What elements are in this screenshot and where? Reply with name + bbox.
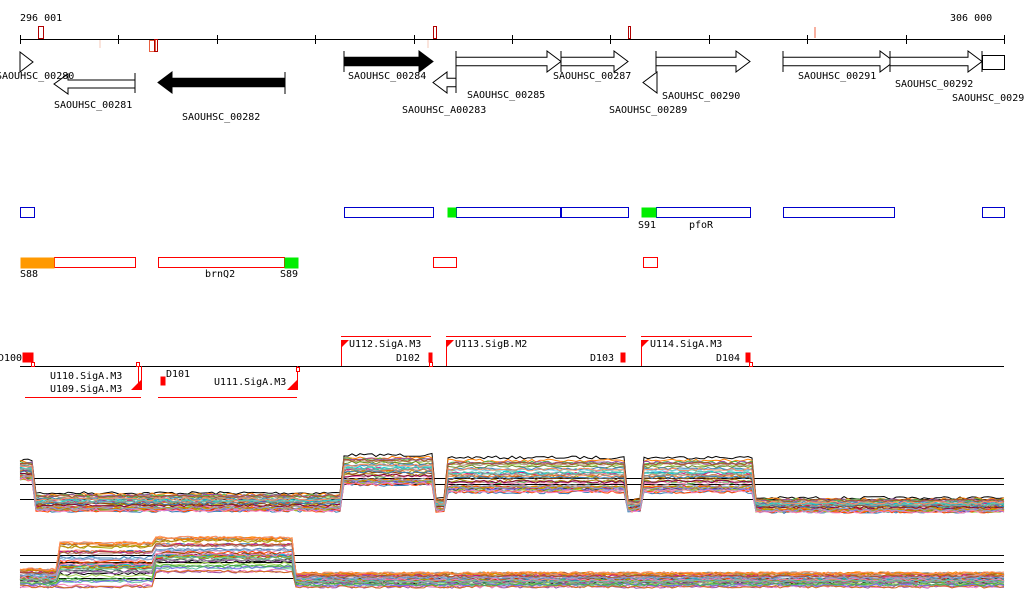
terminator-mark bbox=[22, 352, 34, 363]
transcript-label-d100[interactable]: D100 bbox=[0, 353, 23, 364]
expression-trace bbox=[19, 547, 1005, 581]
transcript-label-d103[interactable]: D103 bbox=[590, 353, 615, 364]
transcript-label-d102[interactable]: D102 bbox=[396, 353, 421, 364]
variant-mark bbox=[38, 26, 44, 39]
promoter-mark bbox=[284, 257, 299, 269]
gene-arrow bbox=[560, 50, 629, 73]
expression-trace bbox=[20, 467, 1004, 507]
tss-flag bbox=[287, 380, 297, 390]
gene-arrow bbox=[19, 50, 34, 74]
gene-arrow bbox=[53, 73, 136, 95]
plus-strand-feature bbox=[561, 207, 629, 218]
gene-label[interactable]: SAOUHSC_A00283 bbox=[402, 105, 487, 116]
terminator-stem bbox=[296, 367, 300, 372]
plus-strand-feature bbox=[456, 207, 561, 218]
terminator-mark bbox=[428, 352, 433, 363]
gene-label[interactable]: SAOUHSC_00290 bbox=[662, 91, 741, 102]
expression-trace bbox=[19, 463, 1005, 506]
terminator-mark bbox=[620, 352, 626, 363]
variant-mark bbox=[149, 40, 156, 52]
plus-strand-feature bbox=[783, 207, 895, 218]
terminator-stem bbox=[31, 362, 35, 367]
transcript-label-u111[interactable]: U111.SigA.M3 bbox=[214, 377, 287, 388]
promoter-mark bbox=[20, 257, 55, 269]
expression-trace bbox=[19, 457, 1005, 503]
expression-trace bbox=[19, 552, 1005, 582]
gene-label[interactable]: SAOUHSC_00280 bbox=[0, 71, 75, 82]
gene-label[interactable]: SAOUHSC_00289 bbox=[609, 105, 688, 116]
tss-flag bbox=[641, 340, 649, 348]
variant-mark bbox=[433, 26, 437, 39]
plus-strand-feature bbox=[656, 207, 751, 218]
expression-trace bbox=[19, 555, 1005, 584]
gene-arrow bbox=[642, 71, 658, 94]
gene-label[interactable]: SAOUHSC_00285 bbox=[467, 90, 546, 101]
expression-trace bbox=[19, 477, 1005, 514]
tss-flag bbox=[131, 380, 141, 390]
minus-strand-feature bbox=[54, 257, 136, 268]
transcript-label-u113[interactable]: U113.SigB.M2 bbox=[455, 339, 528, 350]
gene-label[interactable]: SAOUHSC_00291 bbox=[798, 71, 877, 82]
promoter-mark bbox=[447, 207, 457, 218]
expression-trace bbox=[20, 458, 1005, 504]
gene-label[interactable]: SAOUHSC_0029 bbox=[952, 93, 1024, 104]
minus-strand-feature bbox=[643, 257, 658, 268]
expression-trace bbox=[19, 470, 1005, 509]
plus-strand-feature bbox=[344, 207, 434, 218]
gene-arrow bbox=[157, 71, 286, 94]
promoter-mark bbox=[641, 207, 657, 218]
terminator-mark bbox=[745, 352, 751, 363]
transcript-label-d101[interactable]: D101 bbox=[166, 369, 191, 380]
variant-mark bbox=[154, 39, 158, 52]
minus-strand-feature bbox=[433, 257, 457, 268]
transcript-label-d104[interactable]: D104 bbox=[716, 353, 741, 364]
gene-box bbox=[982, 55, 1005, 70]
gene-arrow bbox=[432, 71, 457, 94]
tss-flag bbox=[341, 340, 349, 348]
feature-label-s88: S88 bbox=[20, 269, 39, 280]
gene-arrow bbox=[889, 50, 983, 73]
transcript-label-u109[interactable]: U109.SigA.M3 bbox=[50, 384, 123, 395]
gene-arrow bbox=[343, 50, 434, 73]
terminator-stem bbox=[429, 362, 433, 367]
variant-mark bbox=[628, 26, 631, 39]
expression-trace bbox=[19, 536, 1004, 576]
axis-end-label: 306 000 bbox=[950, 13, 993, 24]
expression-trace bbox=[19, 563, 1005, 587]
gene-arrow bbox=[782, 50, 895, 73]
axis-start-label: 296 001 bbox=[20, 13, 63, 24]
gene-arrow bbox=[655, 50, 751, 73]
gene-label[interactable]: SAOUHSC_00284 bbox=[348, 71, 427, 82]
expression-trace bbox=[19, 535, 1005, 576]
transcript-label-u114[interactable]: U114.SigA.M3 bbox=[650, 339, 723, 350]
feature-label-brnq2: brnQ2 bbox=[205, 269, 236, 280]
feature-label-s89: S89 bbox=[280, 269, 299, 280]
feature-label-s91: S91 bbox=[638, 220, 657, 231]
gene-label[interactable]: SAOUHSC_00281 bbox=[54, 100, 133, 111]
terminator-stem bbox=[749, 362, 753, 367]
transcript-label-u112[interactable]: U112.SigA.M3 bbox=[349, 339, 422, 350]
terminator-mark bbox=[160, 376, 166, 386]
plus-strand-feature bbox=[982, 207, 1005, 218]
gene-label[interactable]: SAOUHSC_00292 bbox=[895, 79, 974, 90]
tss-flag bbox=[446, 340, 454, 348]
minus-strand-feature bbox=[158, 257, 285, 268]
transcript-label-u110[interactable]: U110.SigA.M3 bbox=[50, 371, 123, 382]
expression-trace bbox=[19, 558, 1005, 585]
plus-strand-feature bbox=[20, 207, 35, 218]
gene-label[interactable]: SAOUHSC_00282 bbox=[182, 112, 261, 123]
gene-label[interactable]: SAOUHSC_00287 bbox=[553, 71, 632, 82]
gene-arrow bbox=[455, 50, 562, 73]
expression-trace bbox=[19, 475, 1005, 512]
terminator-stem bbox=[136, 362, 140, 367]
feature-label-pfor: pfoR bbox=[689, 220, 714, 231]
